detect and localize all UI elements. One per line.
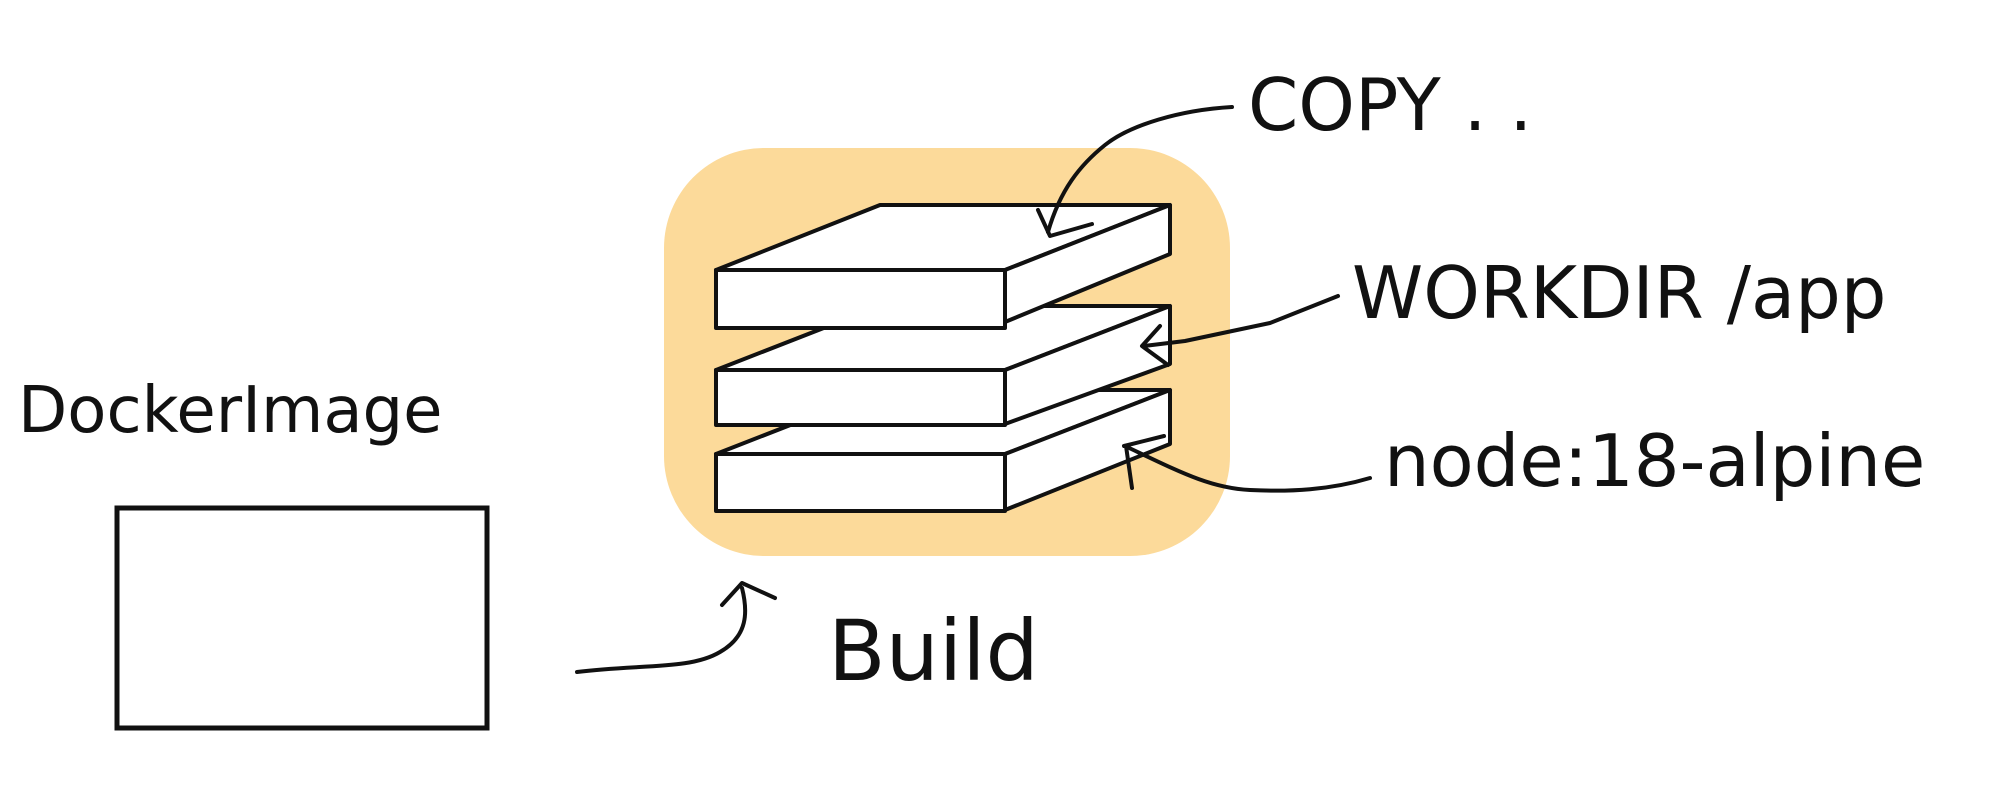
copy-pointer [1046, 105, 1234, 234]
build-arrow [575, 586, 748, 674]
docker-image-box [114, 505, 490, 731]
workdir-label: WORKDIR /app [1352, 251, 1886, 335]
copy-pointer-head [1036, 208, 1094, 238]
layer-copy [714, 203, 1172, 330]
workdir-pointer [1142, 294, 1340, 348]
copy-label: COPY . . [1248, 63, 1532, 147]
base-label: node:18-alpine [1384, 419, 1925, 503]
build-label: Build [828, 602, 1039, 700]
docker-image-label: DockerImage [18, 374, 443, 448]
base-pointer-head [1122, 434, 1166, 490]
build-arrow-head [720, 581, 777, 607]
base-pointer [1123, 444, 1372, 493]
workdir-pointer-head [1140, 324, 1170, 367]
layer-workdir [714, 304, 1172, 427]
